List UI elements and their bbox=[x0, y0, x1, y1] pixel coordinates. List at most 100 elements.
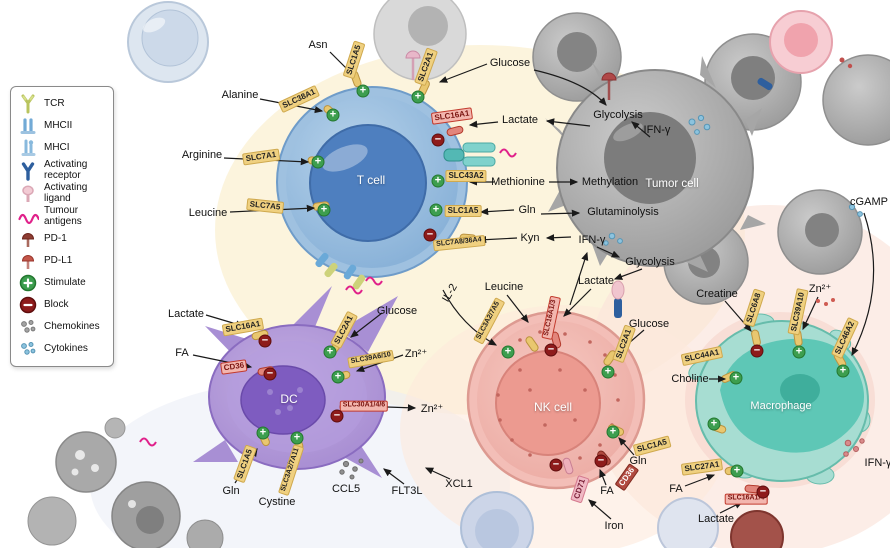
chemokines-icon bbox=[17, 317, 39, 337]
dc-label: DC bbox=[280, 392, 298, 406]
stimulate-badge: + bbox=[317, 203, 331, 217]
transporter-slc30a1-4-6: SLC30A1/4/6 bbox=[339, 400, 389, 412]
legend-label: TCR bbox=[44, 97, 65, 109]
block-badge: − bbox=[756, 485, 770, 499]
label-leucine-tcell: Leucine bbox=[188, 206, 228, 219]
label-kyn: Kyn bbox=[520, 231, 540, 244]
label-methylation: Methylation bbox=[581, 175, 639, 188]
slc43a2-transporter-complex bbox=[443, 142, 517, 167]
label-ifng-top: IFN-γ bbox=[643, 123, 671, 136]
dc-tcell-synapse bbox=[315, 252, 383, 295]
label-ifng-mid: IFN-γ bbox=[578, 233, 606, 246]
tumor-cell-cluster bbox=[532, 12, 890, 305]
zinc-dots bbox=[816, 298, 835, 306]
label-leucine-nk: Leucine bbox=[484, 280, 524, 293]
stimulate-badge: + bbox=[836, 364, 850, 378]
pdl1-icon bbox=[17, 251, 39, 271]
chemokine-dots bbox=[339, 458, 364, 480]
macrophage-body bbox=[685, 312, 875, 488]
bystander-cells-bottom bbox=[460, 491, 784, 548]
legend-item-block: Block bbox=[17, 295, 107, 315]
label-cystine: Cystine bbox=[258, 495, 296, 508]
stimulate-badge: + bbox=[792, 345, 806, 359]
stimulate-badge: + bbox=[429, 203, 443, 217]
legend-label: MHCII bbox=[44, 119, 73, 131]
cytokines-icon bbox=[17, 339, 39, 359]
legend-label: Tumour antigens bbox=[44, 205, 82, 227]
label-cgamp: cGAMP bbox=[850, 195, 888, 208]
block-icon bbox=[17, 295, 39, 315]
block-badge: − bbox=[544, 343, 558, 357]
legend-label: Activating ligand bbox=[44, 182, 88, 204]
stimulate-badge: + bbox=[729, 371, 743, 385]
stimulate-icon bbox=[17, 273, 39, 293]
block-badge: − bbox=[594, 454, 608, 468]
label-zn-dc-out: Zn²⁺ bbox=[420, 402, 444, 415]
activating-receptor-icon bbox=[17, 161, 39, 181]
pink-cell-top-right bbox=[757, 10, 853, 91]
stimulate-badge: + bbox=[606, 425, 620, 439]
stimulate-badge: + bbox=[707, 417, 721, 431]
stimulate-badge: + bbox=[356, 84, 370, 98]
legend-label: Block bbox=[44, 298, 69, 310]
legend-item-stimulate: Stimulate bbox=[17, 273, 107, 293]
legend-item-chemokines: Chemokines bbox=[17, 317, 107, 337]
label-lactate-dc: Lactate bbox=[167, 307, 205, 320]
legend-label: Chemokines bbox=[44, 320, 100, 332]
stimulate-badge: + bbox=[311, 155, 325, 169]
label-asn: Asn bbox=[308, 38, 328, 51]
label-flt3l: FLT3L bbox=[391, 484, 423, 497]
legend-label: PD-L1 bbox=[44, 254, 73, 266]
block-badge: − bbox=[423, 228, 437, 242]
label-fa-dc: FA bbox=[175, 346, 189, 359]
label-gln-dc: Gln bbox=[222, 484, 240, 497]
legend-item-pdl1: PD-L1 bbox=[17, 251, 107, 271]
nk-cell-label: NK cell bbox=[533, 400, 573, 414]
block-badge: − bbox=[549, 458, 563, 472]
block-badge: − bbox=[263, 367, 277, 381]
legend-item-tcr: TCR bbox=[17, 94, 107, 114]
t-cell-body bbox=[276, 86, 468, 278]
label-alanine: Alanine bbox=[221, 88, 259, 101]
stimulate-badge: + bbox=[331, 370, 345, 384]
legend-item-mhci: MHCI bbox=[17, 138, 107, 158]
legend-label: MHCI bbox=[44, 141, 70, 153]
label-fa-nk: FA bbox=[600, 484, 614, 497]
stimulate-badge: + bbox=[256, 426, 270, 440]
label-gln-tcell: Gln bbox=[518, 203, 536, 216]
label-ccl5: CCL5 bbox=[331, 482, 361, 495]
legend-item-activating-ligand: Activating ligand bbox=[17, 182, 107, 204]
mhcii-icon bbox=[17, 116, 39, 136]
label-iron: Iron bbox=[604, 519, 624, 532]
label-glycolysis-tumor: Glycolysis bbox=[593, 108, 643, 121]
label-glucose-top: Glucose bbox=[489, 56, 531, 69]
pd1-icon bbox=[17, 229, 39, 249]
label-glutaminolysis: Glutaminolysis bbox=[587, 205, 659, 218]
label-arginine: Arginine bbox=[181, 148, 223, 161]
macrophage-label: Macrophage bbox=[750, 400, 812, 412]
block-badge: − bbox=[330, 409, 344, 423]
stimulate-badge: + bbox=[730, 464, 744, 478]
activating-ligand-icon bbox=[17, 184, 39, 204]
label-lactate-mac: Lactate bbox=[697, 512, 735, 525]
tcr-icon bbox=[17, 94, 39, 114]
mhci-icon bbox=[17, 138, 39, 158]
tumour-antigens-icon bbox=[17, 207, 39, 227]
legend-label: Activating receptor bbox=[44, 159, 88, 181]
label-glucose-nk: Glucose bbox=[628, 317, 670, 330]
label-glycolysis-mid: Glycolysis bbox=[625, 255, 675, 268]
stimulate-badge: + bbox=[411, 90, 425, 104]
stimulate-badge: + bbox=[323, 345, 337, 359]
label-gln-nk: Gln bbox=[629, 454, 647, 467]
label-fa-mac: FA bbox=[669, 482, 683, 495]
label-xcl1: XCL1 bbox=[445, 477, 473, 490]
label-creatine: Creatine bbox=[696, 287, 738, 300]
label-ifng-right: IFN-γ bbox=[864, 456, 890, 469]
label-methionine: Methionine bbox=[491, 175, 545, 188]
block-badge: − bbox=[750, 344, 764, 358]
bystander-cell-top-left bbox=[127, 1, 209, 83]
stimulate-badge: + bbox=[290, 431, 304, 445]
legend-item-activating-receptor: Activating receptor bbox=[17, 159, 107, 181]
dying-cells bbox=[27, 417, 224, 548]
